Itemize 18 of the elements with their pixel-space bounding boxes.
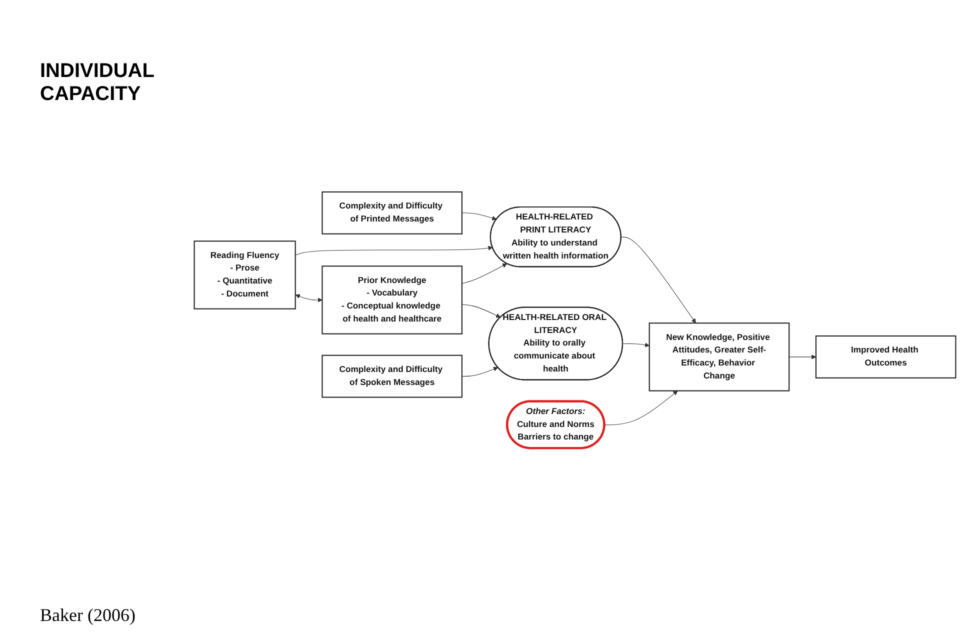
arrow xyxy=(462,366,498,377)
arrow xyxy=(622,342,650,348)
arrow xyxy=(462,212,497,220)
arrow xyxy=(295,294,322,302)
node-box: Improved Health Outcomes xyxy=(815,335,956,378)
arrow xyxy=(462,304,501,318)
node-box: New Knowledge, Positive Attitudes, Greater Self-Efficacy, Behavior Change xyxy=(648,322,790,392)
node-box: Complexity and Difficulty of Spoken Messages xyxy=(322,354,462,398)
arrow xyxy=(295,246,493,256)
arrow xyxy=(604,390,678,426)
section-heading: INDIVIDUAL CAPACITY xyxy=(40,60,156,106)
arrow xyxy=(788,354,816,360)
node-box: Prior Knowledge - Vocabulary - Conceptual knowledge of health and healthcare xyxy=(322,266,462,334)
arrow xyxy=(620,236,696,324)
node-box: Reading Fluency - Prose - Quantitative - Document xyxy=(194,240,296,310)
source-note: Baker (2006) xyxy=(40,605,136,626)
node-box: Complexity and Difficulty of Printed Messages xyxy=(322,191,462,234)
arrow xyxy=(462,263,508,284)
